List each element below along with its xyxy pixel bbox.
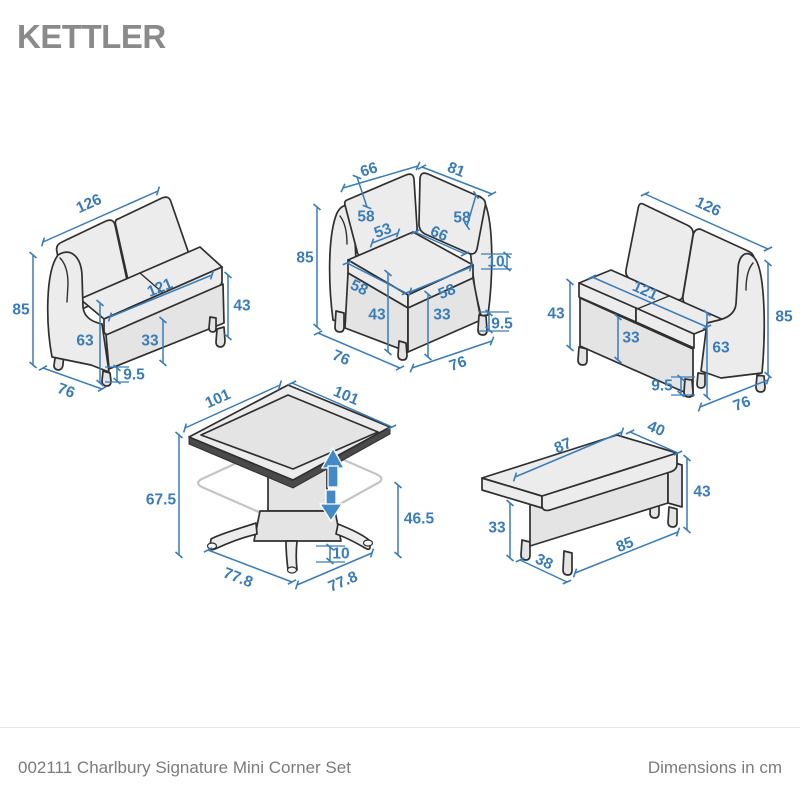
- dim-label: 77.8: [326, 568, 361, 596]
- sofa-left-drawing: 126 85 121 43 63 33 9.5 76: [12, 186, 251, 402]
- dim-label: 76: [330, 347, 353, 370]
- table-drawing: 101 101 67.5 46.5 10 77.8 77.8: [146, 380, 435, 596]
- dim-label: 63: [712, 340, 730, 357]
- dim-label: 76: [55, 380, 77, 402]
- dimensions-unit-note: Dimensions in cm: [647, 758, 782, 777]
- corner-chair-dimensions: 66 81 58 58 53 66 85 10 58 58 43 33 9.5 …: [296, 159, 513, 375]
- dim-label: 43: [368, 307, 386, 324]
- dim-label: 66: [358, 159, 380, 180]
- dim-label: 58: [348, 277, 371, 300]
- dim-label: 9.5: [123, 367, 145, 384]
- dim-label: 87: [552, 435, 575, 457]
- dim-label: 58: [436, 281, 459, 303]
- dim-label: 10: [487, 254, 504, 271]
- bench-drawing: 87 40 43 33 38 85: [481, 418, 711, 585]
- dim-label: 63: [76, 333, 94, 350]
- dim-label: 40: [645, 418, 668, 440]
- dim-label: 43: [547, 306, 565, 323]
- dim-label: 67.5: [146, 492, 177, 509]
- dim-label: 77.8: [221, 565, 256, 592]
- dim-label: 46.5: [404, 511, 435, 528]
- sofa-left-body: [46, 196, 226, 387]
- height-adjust-down-arrow-icon: [318, 503, 344, 523]
- dim-label: 76: [447, 353, 469, 375]
- dim-label: 33: [488, 520, 506, 537]
- sofa-right-body: [577, 202, 766, 398]
- dim-label: 53: [372, 220, 394, 242]
- dim-label: 33: [433, 307, 451, 324]
- sofa-right-drawing: 126 121 43 85 33 63 9.5 76: [547, 191, 793, 415]
- dim-label: 85: [12, 302, 30, 319]
- product-code-title: 002111 Charlbury Signature Mini Corner S…: [18, 758, 351, 777]
- kettler-logo: KETTLER: [17, 18, 166, 55]
- dim-label: 58: [453, 210, 471, 227]
- dim-label: 85: [775, 309, 793, 326]
- dim-label: 43: [233, 298, 251, 315]
- dim-label: 85: [296, 250, 314, 267]
- bench-dimensions: 87 40 43 33 38 85: [488, 418, 711, 585]
- dim-label: 58: [357, 209, 375, 226]
- dim-label: 33: [141, 333, 159, 350]
- dim-label: 126: [693, 194, 724, 220]
- bench-body: [481, 434, 683, 576]
- dim-label: 66: [428, 223, 451, 246]
- dim-label: 85: [614, 534, 637, 556]
- dim-label: 43: [693, 484, 711, 501]
- footer-divider: [0, 727, 800, 728]
- dim-label: 76: [731, 393, 754, 415]
- dim-label: 38: [533, 551, 556, 574]
- dim-label: 126: [74, 191, 105, 217]
- dim-label: 9.5: [651, 378, 673, 395]
- dim-label: 10: [332, 546, 349, 563]
- corner-chair-drawing: 66 81 58 58 53 66 85 10 58 58 43 33 9.5 …: [296, 159, 513, 375]
- dim-label: 81: [445, 159, 468, 181]
- dim-label: 33: [622, 330, 640, 347]
- dim-label: 9.5: [491, 316, 513, 333]
- height-adjust-up-arrow-shaft: [327, 465, 339, 488]
